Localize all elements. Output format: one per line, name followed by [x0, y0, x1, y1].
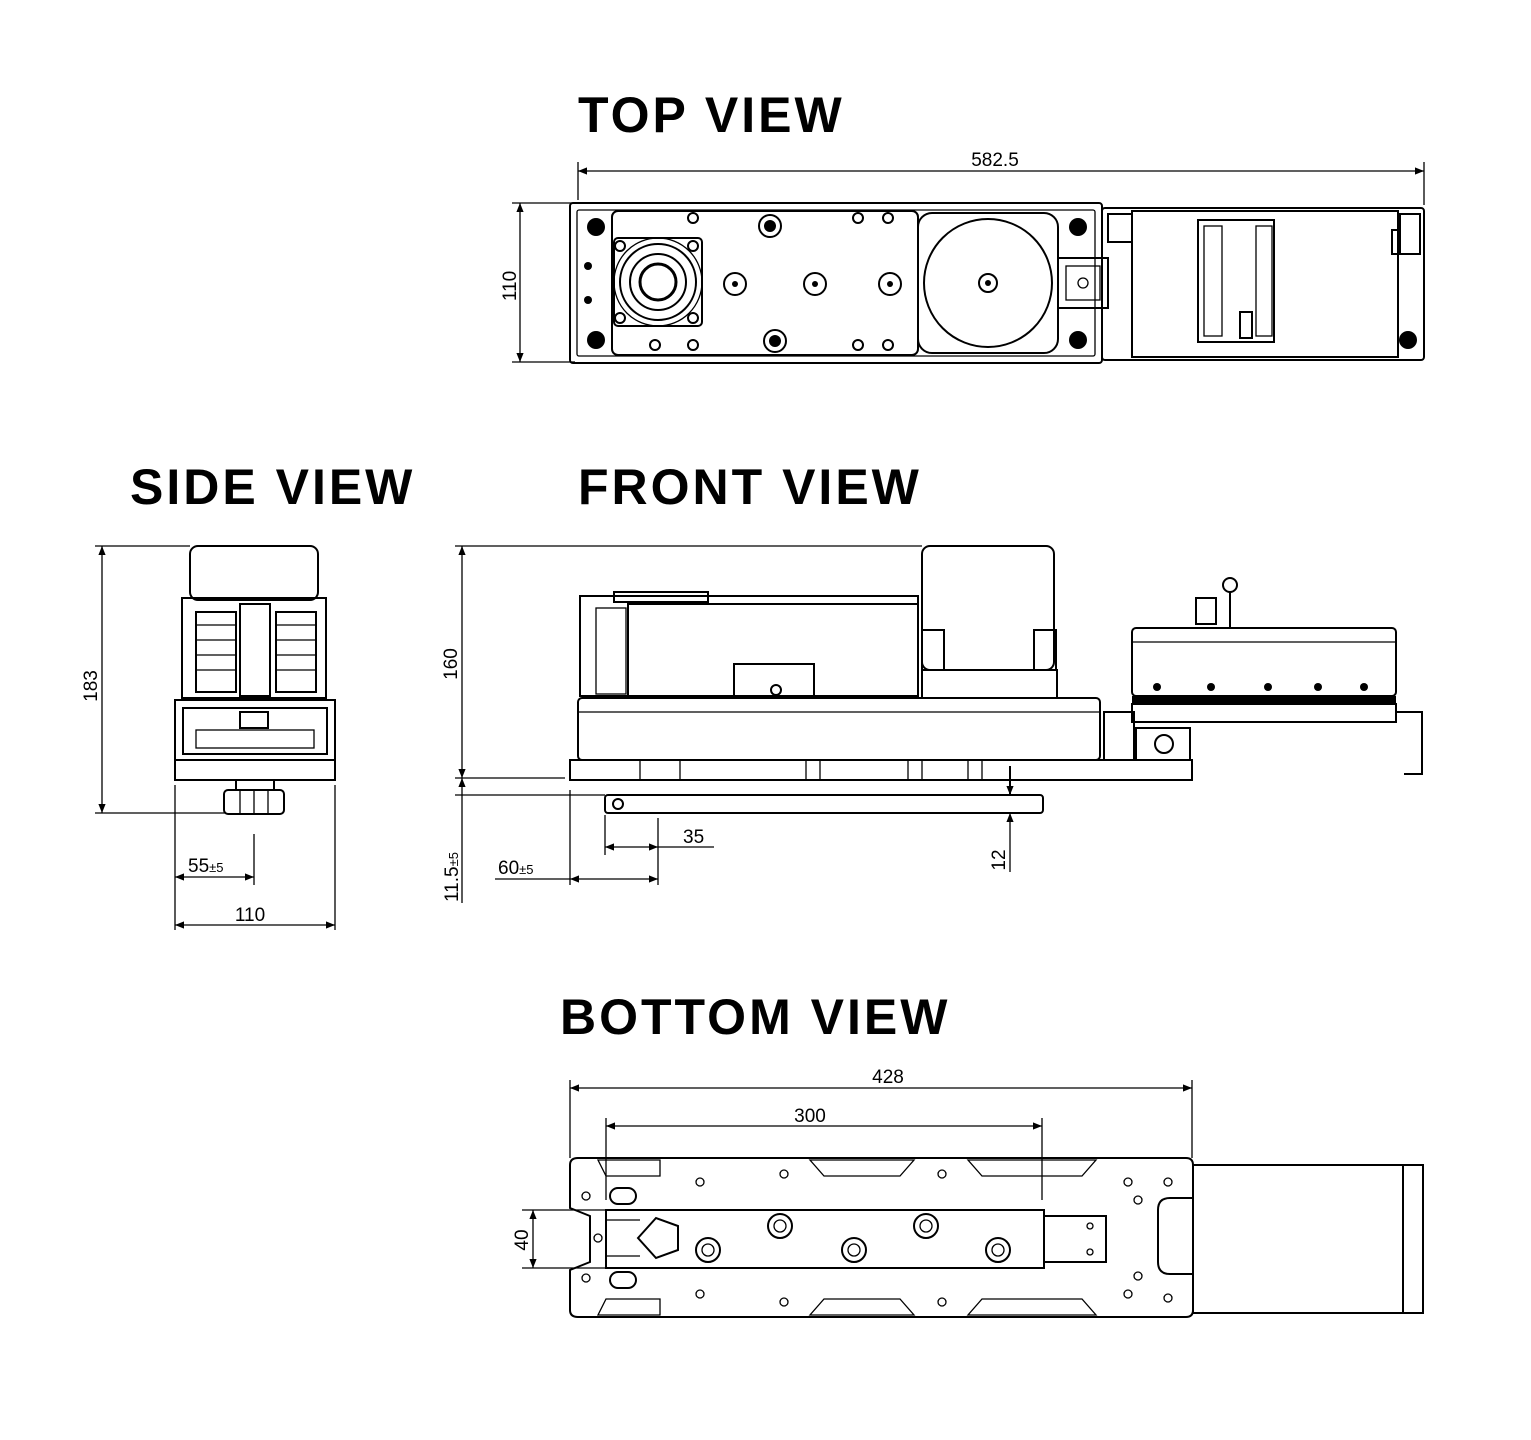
front-spindle-offset-dimension: 60±5	[495, 790, 659, 885]
side-offset-label: 55±5	[188, 856, 224, 877]
front-view-title: FRONT VIEW	[578, 459, 922, 515]
side-height-dimension: 183	[81, 545, 225, 814]
bottom-arm-width-dimension: 40	[512, 1209, 605, 1269]
top-view-title: TOP VIEW	[578, 87, 845, 143]
bottom-body	[569, 1157, 1424, 1318]
bottom-arm-width-label: 40	[512, 1229, 533, 1250]
bottom-view-title: BOTTOM VIEW	[560, 989, 950, 1045]
front-arm-hole-dimension: 35	[604, 815, 714, 855]
front-arm-depth-dimension: 11.5±5	[442, 778, 605, 903]
bottom-plate-length-dimension: 428	[569, 1067, 1193, 1158]
front-height-dimension: 160	[441, 545, 922, 779]
front-arm-thickness-label: 12	[989, 849, 1010, 870]
top-length-dimension: 582.5	[577, 150, 1425, 205]
side-offset-dimension: 55±5	[174, 785, 255, 930]
front-height-label: 160	[441, 648, 462, 680]
side-view: SIDE VIEW 183	[81, 459, 415, 930]
front-arm-depth-label: 11.5±5	[442, 852, 463, 902]
bottom-view: BOTTOM VIEW 428 300 40	[512, 989, 1424, 1318]
side-body	[174, 545, 336, 815]
bottom-plate-length-label: 428	[872, 1067, 904, 1088]
top-width-label: 110	[500, 271, 521, 301]
side-view-title: SIDE VIEW	[130, 459, 415, 515]
top-body	[569, 202, 1425, 364]
bottom-arm-length-label: 300	[794, 1106, 826, 1127]
side-width-dimension: 110	[175, 785, 336, 930]
top-view: TOP VIEW 582.5 110	[500, 87, 1425, 364]
side-height-label: 183	[81, 670, 102, 702]
front-view: FRONT VIEW 160	[441, 459, 1423, 903]
side-width-label: 110	[235, 905, 265, 926]
front-arm-hole-label: 35	[683, 827, 704, 848]
front-arm-thickness-dimension: 12	[989, 813, 1014, 872]
front-body	[569, 545, 1423, 814]
bottom-arm-length-dimension: 300	[605, 1106, 1043, 1200]
front-spindle-offset-label: 60±5	[498, 858, 534, 879]
top-length-label: 582.5	[971, 150, 1019, 171]
top-width-dimension: 110	[500, 202, 575, 363]
